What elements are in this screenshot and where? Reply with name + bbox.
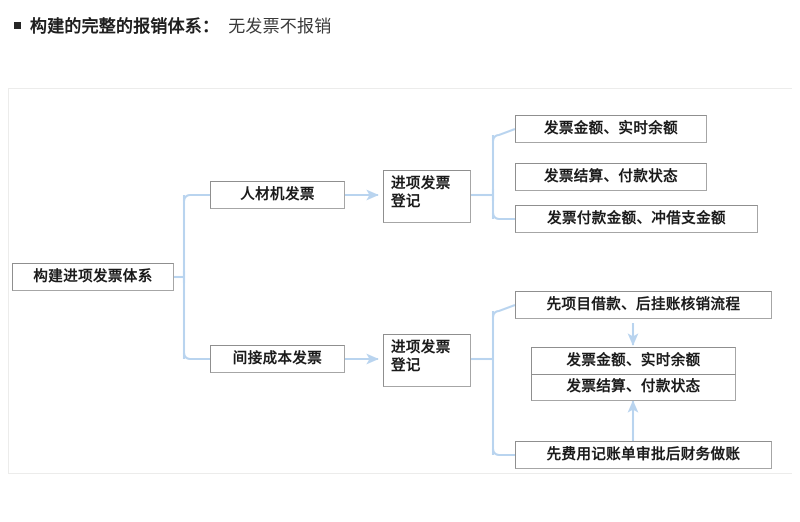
node-label: 间接成本发票 xyxy=(232,350,323,367)
node-label: 发票付款金额、冲借支金额 xyxy=(547,210,726,227)
node-output-invoice-amount-balance-top[interactable]: 发票金额、实时余额 xyxy=(515,115,707,143)
node-root[interactable]: 构建进项发票体系 xyxy=(12,263,174,291)
heading-main-text: 构建的完整的报销体系： xyxy=(30,17,220,36)
node-label: 发票结算、付款状态 xyxy=(543,168,679,185)
node-label-line2: 登记 xyxy=(391,194,421,211)
node-output-invoice-settlement-payment-bottom[interactable]: 发票结算、付款状态 xyxy=(531,374,736,401)
node-label-line1: 进项发票 xyxy=(391,176,451,192)
square-bullet-icon xyxy=(14,22,21,29)
node-root-label: 构建进项发票体系 xyxy=(33,268,153,285)
node-label: 先费用记账单审批后财务做账 xyxy=(546,446,741,463)
node-output-invoice-amount-balance-bottom[interactable]: 发票金额、实时余额 xyxy=(531,347,736,374)
node-output-invoice-payment-offset[interactable]: 发票付款金额、冲借支金额 xyxy=(515,205,758,233)
node-label-line2: 登记 xyxy=(391,358,421,375)
node-output-invoice-settlement-payment-top[interactable]: 发票结算、付款状态 xyxy=(515,163,707,191)
node-label: 发票金额、实时余额 xyxy=(566,352,701,369)
node-process-invoice-registration-bottom[interactable]: 进项发票 登记 xyxy=(383,334,471,387)
heading-sub-text: 无发票不报销 xyxy=(228,17,332,36)
node-output-expense-approval-accounting[interactable]: 先费用记账单审批后财务做账 xyxy=(515,441,772,469)
node-output-project-loan-writeoff[interactable]: 先项目借款、后挂账核销流程 xyxy=(515,291,772,319)
node-label: 先项目借款、后挂账核销流程 xyxy=(546,296,741,313)
node-label-line1: 进项发票 xyxy=(391,340,451,356)
node-source-labor-material-machine[interactable]: 人材机发票 xyxy=(210,181,345,209)
page-heading: 构建的完整的报销体系： 无发票不报销 xyxy=(14,12,331,37)
node-process-invoice-registration-top[interactable]: 进项发票 登记 xyxy=(383,170,471,223)
node-source-indirect-cost[interactable]: 间接成本发票 xyxy=(210,345,345,373)
node-label: 发票金额、实时余额 xyxy=(543,120,679,137)
node-label: 发票结算、付款状态 xyxy=(566,379,701,396)
node-label: 人材机发票 xyxy=(240,186,315,203)
